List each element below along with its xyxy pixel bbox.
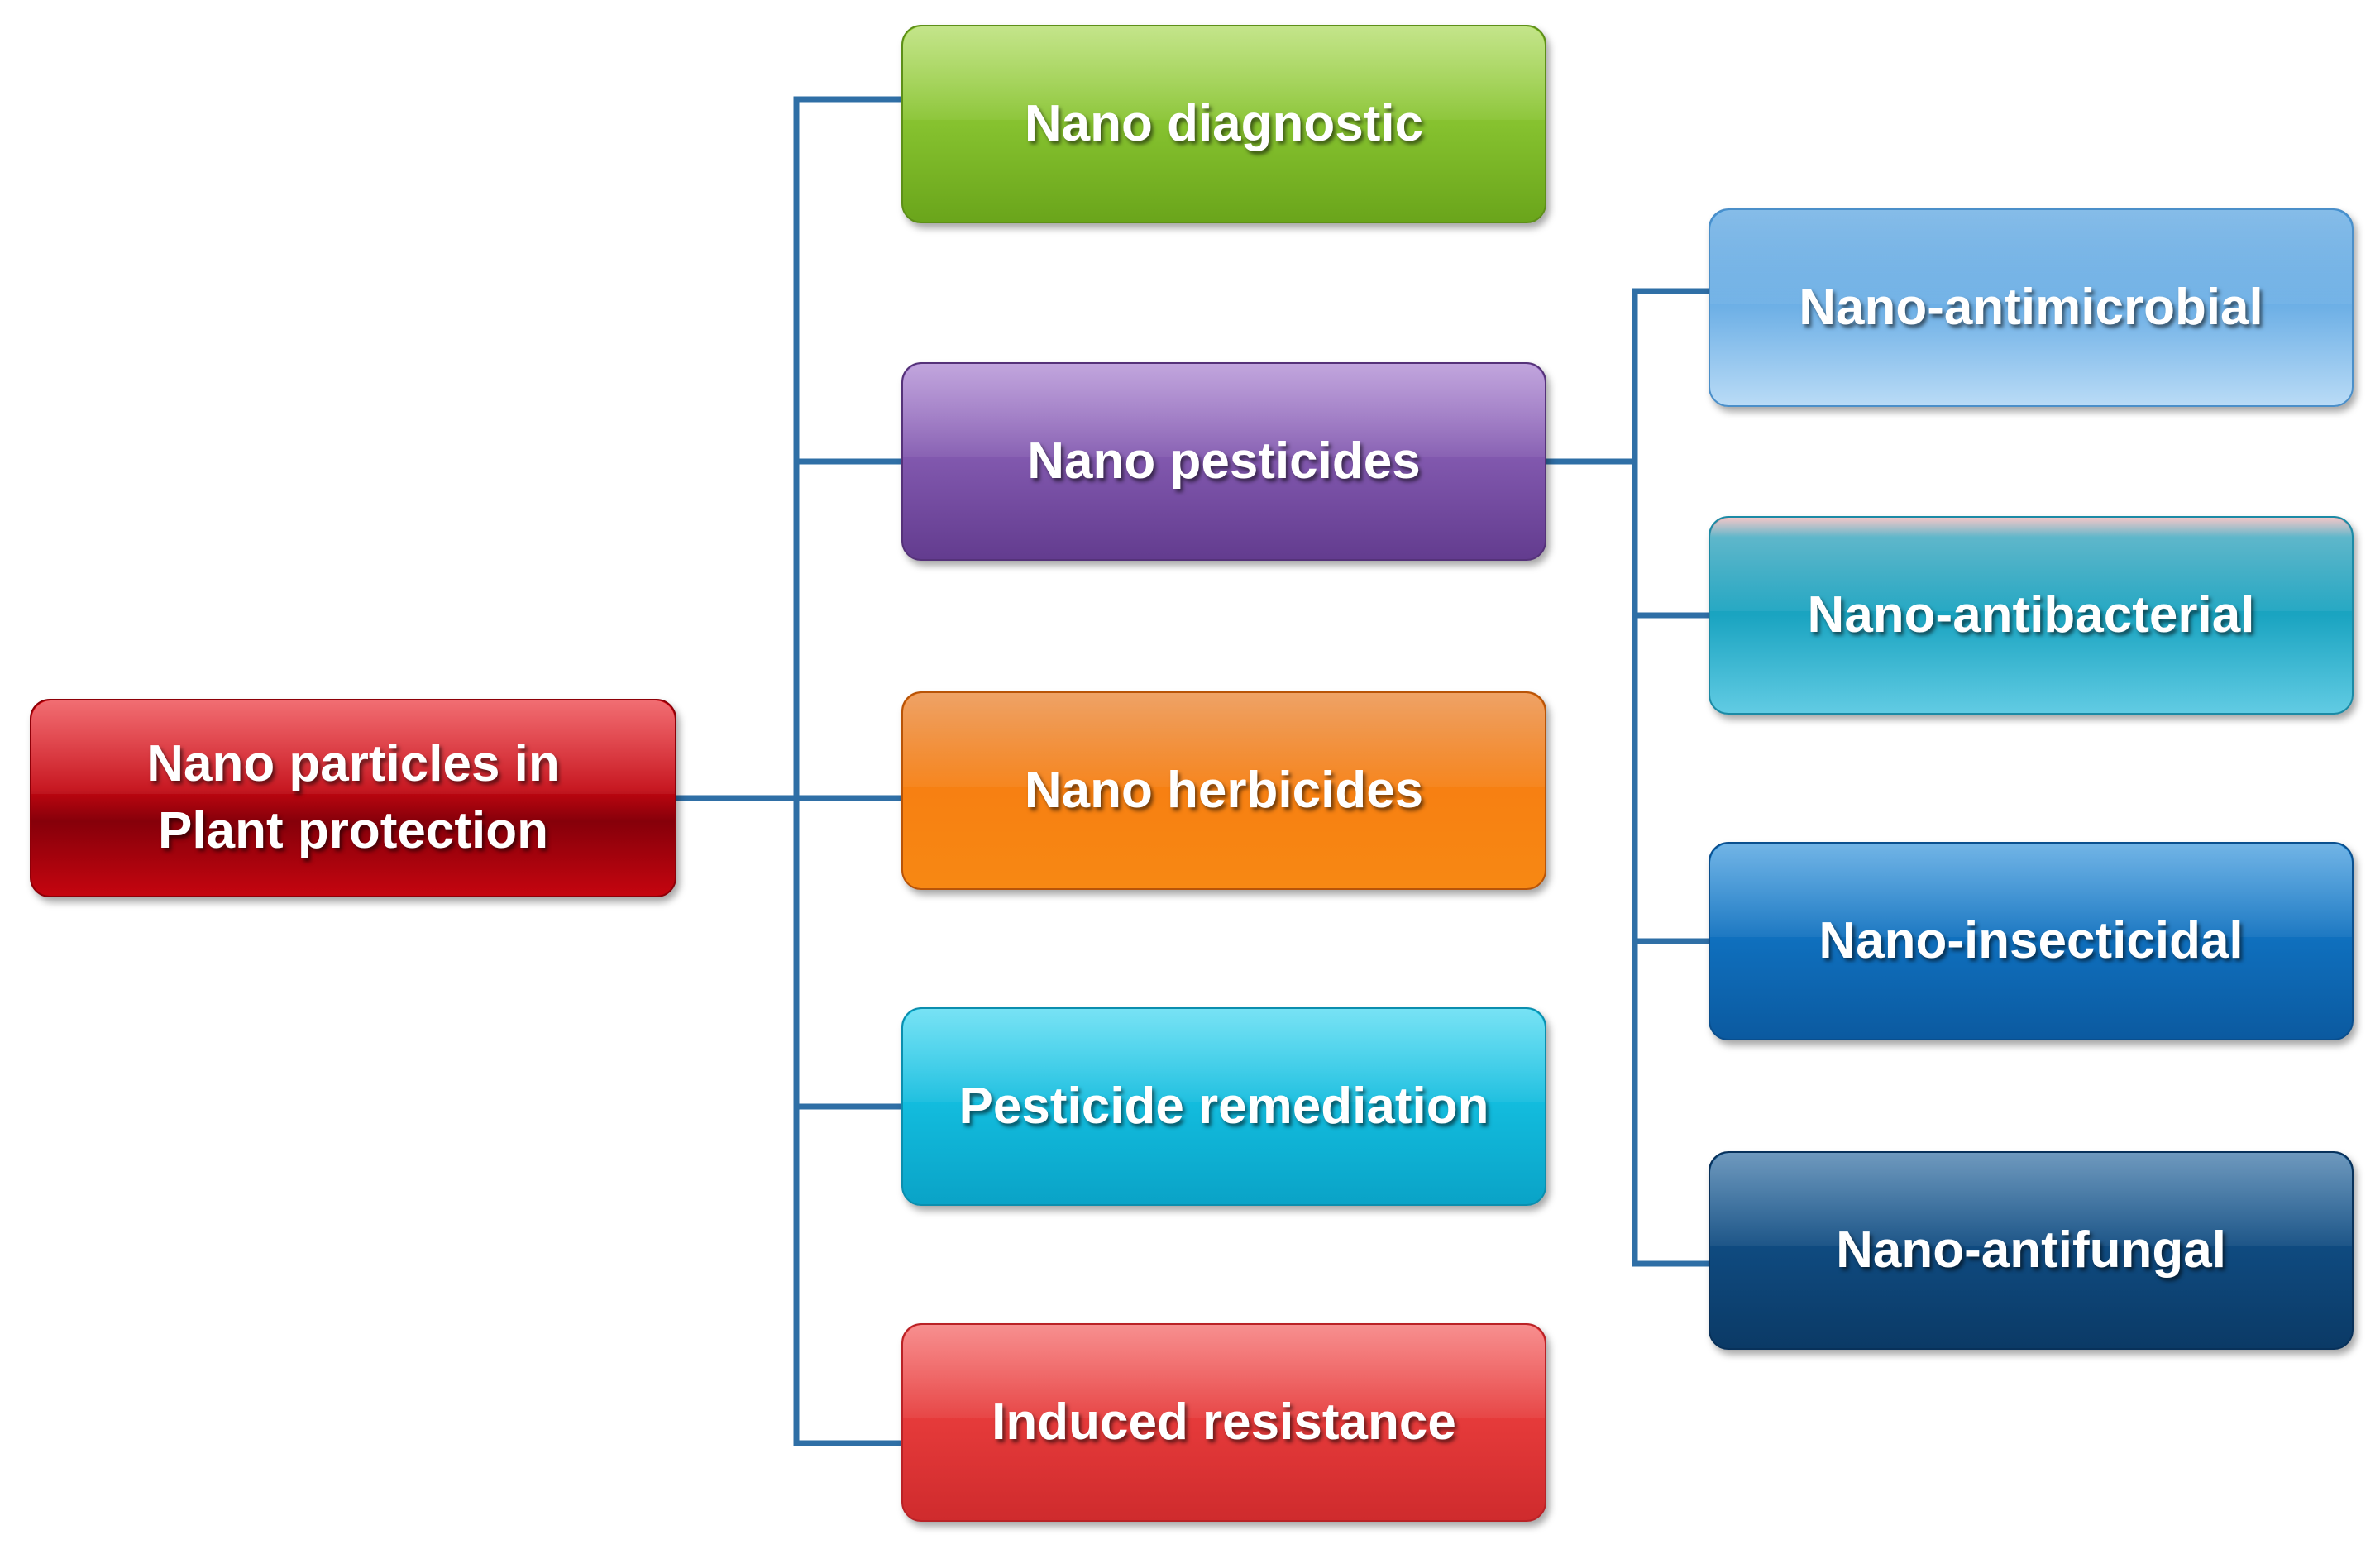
category-node-pesticide-remediation: Pesticide remediation — [901, 1007, 1546, 1206]
category-node-induced-resistance: Induced resistance — [901, 1323, 1546, 1522]
pesticide-type-node-nano-antibacterial: Nano-antibacterial — [1709, 516, 2354, 715]
category-node-nano-herbicides: Nano herbicides — [901, 691, 1546, 890]
pesticide-type-node-label: Nano-antifungal — [1836, 1221, 2226, 1279]
pesticide-type-node-nano-antifungal: Nano-antifungal — [1709, 1151, 2354, 1350]
category-node-label: Nano herbicides — [1024, 761, 1424, 819]
category-node-label: Pesticide remediation — [958, 1077, 1489, 1135]
category-node-label: Nano diagnostic — [1024, 94, 1424, 152]
pesticide-type-node-label: Nano-antimicrobial — [1799, 278, 2263, 336]
pesticide-type-node-nano-insecticidal: Nano-insecticidal — [1709, 842, 2354, 1040]
pesticide-type-node-label: Nano-insecticidal — [1818, 911, 2244, 969]
pesticide-type-node-nano-antimicrobial: Nano-antimicrobial — [1709, 208, 2354, 407]
category-node-label: Induced resistance — [992, 1393, 1456, 1451]
category-node-nano-diagnostic: Nano diagnostic — [901, 25, 1546, 223]
root-node-label: Nano particles in Plant protection — [146, 735, 560, 859]
root-node: Nano particles in Plant protection — [30, 699, 676, 897]
category-node-label: Nano pesticides — [1027, 432, 1421, 490]
pesticide-type-node-label: Nano-antibacterial — [1807, 586, 2255, 643]
category-node-nano-pesticides: Nano pesticides — [901, 362, 1546, 561]
